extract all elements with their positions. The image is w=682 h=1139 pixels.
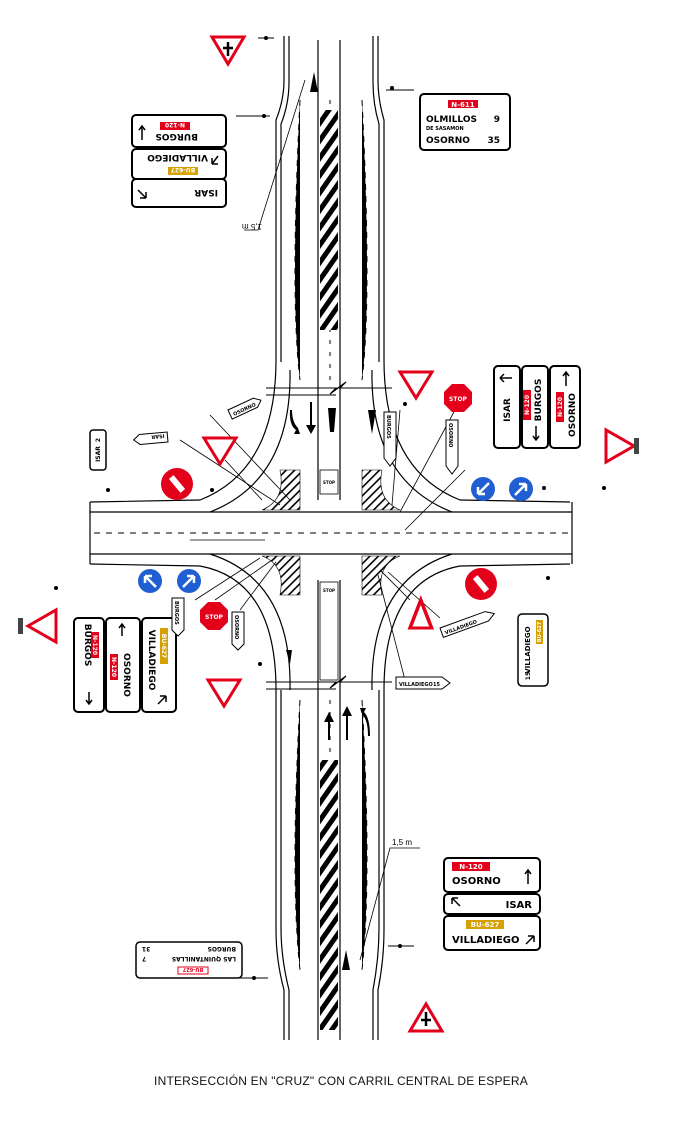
poles: [54, 36, 606, 980]
svg-text:BURGOS: BURGOS: [208, 945, 236, 952]
round-signs: [138, 468, 533, 600]
svg-text:OLMILLOS: OLMILLOS: [426, 115, 477, 125]
stop-marking-2: STOP: [323, 588, 335, 593]
svg-text:STOP: STOP: [205, 614, 224, 621]
svg-text:BU-627: BU-627: [537, 621, 543, 642]
pole-icon: [634, 438, 639, 454]
sign-board-north: N-611 OLMILLOS 9 DE SASAMON OSORNO 35: [419, 93, 511, 151]
keep-left-icon: [471, 477, 495, 501]
svg-text:BU-627: BU-627: [171, 166, 195, 173]
svg-text:ISAR: ISAR: [95, 446, 102, 462]
dimension-leaders: [244, 79, 420, 961]
svg-text:BURGOS: BURGOS: [82, 624, 92, 667]
svg-text:BU-627: BU-627: [160, 634, 167, 658]
svg-text:OSORNO: OSORNO: [447, 423, 453, 447]
sign-board-south: N-120 OSORNO ISAR BU-627 VILLADIEGO: [443, 857, 541, 951]
svg-text:VILLADIEGO: VILLADIEGO: [452, 935, 520, 946]
flag-sign: VILLADIEGO: [439, 611, 496, 639]
road-arrows: [286, 72, 376, 970]
sign-board-northwest: ISAR BU-627 VILLADIEGO BURGOS N-120: [131, 114, 227, 208]
svg-text:35: 35: [487, 136, 500, 146]
warning-triangles: [18, 35, 639, 1033]
lane-dashes: [94, 99, 572, 980]
svg-text:OSORNO: OSORNO: [233, 615, 239, 639]
svg-text:DE SASAMON: DE SASAMON: [426, 126, 464, 132]
stop-signs: STOP STOP: [200, 384, 472, 630]
svg-text:VILLADIEGO: VILLADIEGO: [524, 626, 532, 673]
flag-sign: BURGOS: [383, 411, 397, 467]
sign-board-southwest: BU-627 LAS QUINTANILLAS 7 BURGOS 31: [135, 941, 243, 979]
yield-icon: [407, 595, 435, 630]
svg-text:VILLADIEGO: VILLADIEGO: [146, 630, 156, 691]
flag-signs: VILLADIEGO 15 VILLADIEGO BURGOS OSORNO O…: [132, 397, 496, 690]
break-lines: [266, 381, 392, 690]
no-entry-icon: [161, 468, 193, 500]
flag-sign: OSORNO: [445, 419, 459, 475]
stop-markings: STOP STOP: [323, 480, 335, 593]
svg-text:OSORNO: OSORNO: [568, 393, 578, 437]
road-geometry: [89, 36, 573, 1040]
svg-text:ISAR: ISAR: [503, 398, 513, 422]
svg-text:N-120: N-120: [165, 121, 185, 128]
svg-text:BURGOS: BURGOS: [155, 131, 198, 141]
caption: INTERSECCIÓN EN "CRUZ" CON CARRIL CENTRA…: [154, 1074, 528, 1088]
keep-right-icon: [177, 569, 201, 593]
yield-icon: [201, 436, 239, 467]
pole-icon: [18, 618, 23, 634]
svg-text:31: 31: [142, 945, 150, 952]
stop-sign-icon: STOP: [200, 602, 228, 630]
svg-text:ISAR: ISAR: [194, 187, 218, 197]
flag-sign: VILLADIEGO 15: [395, 676, 451, 690]
svg-text:BU-627: BU-627: [471, 921, 500, 929]
stop-sign-icon: STOP: [444, 384, 472, 412]
no-entry-icon: [465, 568, 497, 600]
svg-text:BURGOS: BURGOS: [173, 601, 179, 625]
keep-right-icon: [509, 477, 533, 501]
flag-sign: BURGOS: [171, 597, 185, 637]
yield-icon: [24, 607, 58, 645]
svg-text:OSORNO: OSORNO: [426, 136, 470, 146]
stop-marking-1: STOP: [323, 480, 335, 485]
yield-icon: [397, 370, 435, 401]
sign-board-east: ISAR N-120 BURGOS N-120 OSORNO: [493, 365, 581, 449]
svg-text:ISAR: ISAR: [506, 900, 533, 911]
flag-sign: OSORNO: [231, 611, 245, 651]
svg-text:2: 2: [95, 438, 102, 442]
svg-text:N-120: N-120: [557, 397, 564, 417]
svg-text:N-120: N-120: [459, 863, 483, 871]
svg-text:STOP: STOP: [449, 396, 468, 403]
svg-text:LAS QUINTANILLAS: LAS QUINTANILLAS: [172, 955, 236, 962]
keep-left-icon: [138, 569, 162, 593]
crossroads-warning-icon: [209, 35, 247, 67]
svg-text:BURGOS: BURGOS: [534, 379, 544, 422]
yield-icon: [604, 427, 638, 465]
svg-text:7: 7: [142, 955, 146, 962]
flag-sign: OSORNO: [227, 397, 262, 420]
svg-text:N-120: N-120: [110, 657, 117, 677]
yield-icon: [205, 678, 243, 709]
median-hatch: [319, 110, 339, 1030]
svg-text:N-120: N-120: [91, 635, 98, 655]
svg-text:VILLADIEGO: VILLADIEGO: [147, 152, 208, 162]
sign-board-isar-2: ISAR 2: [89, 429, 107, 471]
flag-sign: ISAR: [132, 431, 169, 445]
svg-text:15: 15: [525, 672, 532, 680]
sign-board-west: BURGOS N-120 N-120 OSORNO BU-627 VILLADI…: [73, 617, 177, 713]
svg-text:OSORNO: OSORNO: [452, 876, 501, 887]
svg-text:ISAR: ISAR: [151, 432, 165, 439]
dimension-label-north: 1,5 m: [242, 222, 262, 231]
svg-text:N-120: N-120: [524, 395, 531, 415]
crossroads-warning-icon-south: [407, 1001, 445, 1033]
sign-board-villadiego-side: BU-627 VILLADIEGO 15: [517, 613, 549, 687]
svg-text:15: 15: [433, 682, 440, 688]
svg-text:VILLADIEGO: VILLADIEGO: [399, 682, 433, 688]
svg-text:OSORNO: OSORNO: [121, 653, 131, 697]
svg-text:BURGOS: BURGOS: [385, 415, 391, 439]
dimension-label-south: 1,5 m: [392, 838, 412, 847]
svg-text:N-611: N-611: [451, 101, 475, 109]
svg-text:9: 9: [494, 115, 500, 125]
svg-text:BU-627: BU-627: [182, 966, 203, 972]
